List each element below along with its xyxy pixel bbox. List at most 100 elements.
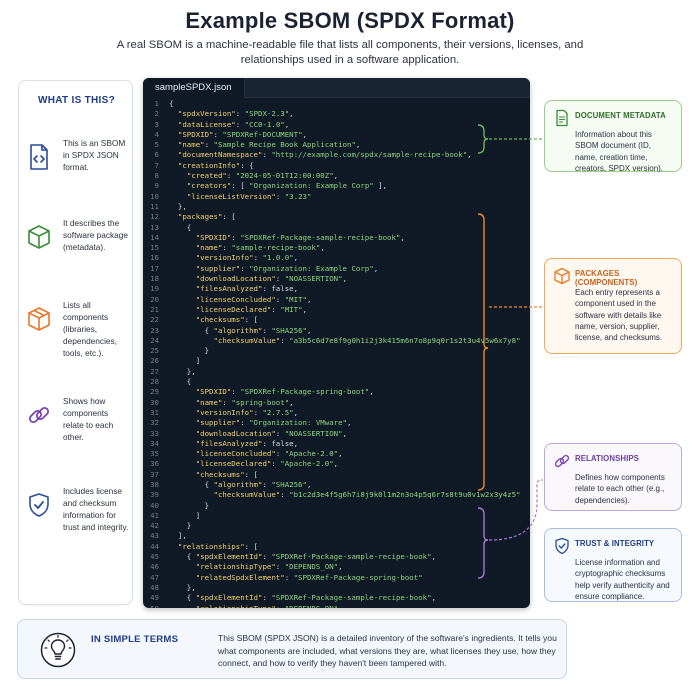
line-number: 46	[150, 562, 159, 572]
code-text: "creationInfo": {	[177, 160, 254, 170]
card-trust-integrity: TRUST & INTEGRITY License information an…	[544, 528, 682, 602]
code-line: 10 "licenseListVersion": "3.23"	[143, 192, 530, 202]
code-line: 3 "dataLicense": "CC0-1.0",	[143, 120, 530, 130]
code-text: "downloadLocation": "NOASSERTION",	[195, 274, 348, 284]
editor-tabbar: sampleSPDX.json	[143, 78, 530, 98]
line-number: 11	[150, 201, 159, 211]
code-line: 48 },	[143, 583, 530, 593]
code-text: }	[169, 500, 210, 510]
code-line: 20 "licenseConcluded": "MIT",	[143, 295, 530, 305]
line-number: 36	[150, 459, 159, 469]
code-line: 42 }	[143, 521, 530, 531]
card-body: Information about this SBOM document (ID…	[575, 130, 664, 173]
file-tab[interactable]: sampleSPDX.json	[143, 78, 245, 98]
code-line: 44 "relationships": [	[143, 542, 530, 552]
line-number: 5	[154, 140, 159, 150]
card-title: PACKAGES (COMPONENTS)	[575, 269, 638, 287]
line-number: 42	[150, 521, 159, 531]
code-line: 32 "supplier": "Organization: VMware",	[143, 418, 530, 428]
code-line: 28 {	[143, 377, 530, 387]
left-item-text: Includes license and checksum informatio…	[63, 486, 129, 532]
code-text: ],	[169, 531, 187, 541]
line-number: 22	[150, 315, 159, 325]
left-item-trust: Includes license and checksum informatio…	[25, 485, 133, 533]
code-line: 2 "spdxVersion": "SPDX-2.3",	[143, 109, 530, 119]
code-text: "spdxVersion": "SPDX-2.3",	[177, 109, 294, 119]
code-text: "creators": [ "Organization: Example Cor…	[186, 181, 388, 191]
card-body: License information and cryptographic ch…	[575, 558, 670, 601]
code-line: 46 "relationshipType": "DEPENDS_ON",	[143, 562, 530, 572]
code-text: "licenseListVersion": "3.23"	[186, 191, 312, 201]
code-text: "relationshipType": "DEPENDS_ON",	[169, 604, 343, 608]
code-text: {	[169, 222, 192, 232]
code-text: "SPDXID": "SPDXRef-Package-spring-boot",	[195, 387, 374, 397]
code-text: "filesAnalyzed": false,	[195, 438, 299, 448]
card-title: DOCUMENT METADATA	[575, 111, 666, 120]
line-number: 41	[150, 510, 159, 520]
code-line: 14 "SPDXID": "SPDXRef-Package-sample-rec…	[143, 233, 530, 243]
code-line: 36 "licenseDeclared": "Apache-2.0",	[143, 459, 530, 469]
code-text: "licenseDeclared": "Apache-2.0",	[195, 459, 339, 469]
card-packages: PACKAGES (COMPONENTS) Each entry represe…	[544, 258, 682, 354]
card-body: Each entry represents a component used i…	[575, 288, 663, 343]
line-number: 47	[150, 572, 159, 582]
left-item-text: Lists all components (libraries, depende…	[63, 300, 117, 358]
code-text: "created": "2024-05-01T12:00:00Z",	[186, 171, 339, 181]
code-line: 17 "supplier": "Organization: Example Co…	[143, 264, 530, 274]
line-number: 38	[150, 479, 159, 489]
line-number: 4	[154, 129, 159, 139]
code-line: 15 "name": "sample-recipe-book",	[143, 243, 530, 253]
what-is-this-panel: WHAT IS THIS? This is an SBOM in SPDX JS…	[18, 80, 133, 605]
line-number: 17	[150, 263, 159, 273]
code-text: "checksums": [	[195, 315, 259, 325]
page-subtitle: A real SBOM is a machine-readable file t…	[116, 39, 584, 66]
code-text: "versionInfo": "1.0.0",	[195, 253, 299, 263]
line-number: 26	[150, 356, 159, 366]
code-text: "supplier": "Organization: Example Corp"…	[195, 263, 379, 273]
line-number: 30	[150, 397, 159, 407]
line-number: 32	[150, 418, 159, 428]
code-line: 22 "checksums": [	[143, 315, 530, 325]
line-number: 14	[150, 232, 159, 242]
code-text: "checksumValue": "b1c2d3e4f5g6h7i8j9k0l1…	[213, 490, 521, 500]
line-number: 10	[150, 191, 159, 201]
code-line: 34 "filesAnalyzed": false,	[143, 439, 530, 449]
code-text: "relationshipType": "DEPENDS_ON",	[195, 562, 343, 572]
code-line: 6 "documentNamespace": "http://example.c…	[143, 150, 530, 160]
code-text: "SPDXID": "SPDXRef-Package-sample-recipe…	[195, 232, 405, 242]
shield-check-icon	[555, 537, 569, 555]
left-item-relations: Shows how components relate to each othe…	[25, 395, 133, 443]
code-text: { "spdxElementId": "SPDXRef-Package-samp…	[169, 593, 436, 603]
code-line: 9 "creators": [ "Organization: Example C…	[143, 181, 530, 191]
line-number: 25	[150, 346, 159, 356]
code-body: 1{2 "spdxVersion": "SPDX-2.3",3 "dataLic…	[143, 99, 530, 608]
left-item-text: This is an SBOM in SPDX JSON format.	[63, 138, 126, 172]
code-line: 5 "name": "Sample Recipe Book Applicatio…	[143, 140, 530, 150]
code-text: "packages": [	[177, 212, 236, 222]
box-icon	[28, 307, 50, 331]
code-text: }	[169, 521, 192, 531]
line-number: 9	[154, 181, 159, 191]
line-number: 29	[150, 387, 159, 397]
code-line: 33 "downloadLocation": "NOASSERTION",	[143, 429, 530, 439]
link-icon	[28, 406, 50, 424]
code-line: 7 "creationInfo": {	[143, 161, 530, 171]
code-text: "relatedSpdxElement": "SPDXRef-Package-s…	[195, 572, 423, 582]
code-text: { "algorithm": "SHA256",	[169, 479, 312, 489]
line-number: 50	[145, 604, 159, 608]
code-line: 26 ]	[143, 356, 530, 366]
code-text: "SPDXID": "SPDXRef-DOCUMENT",	[177, 129, 307, 139]
line-number: 45	[150, 552, 159, 562]
line-number: 19	[150, 284, 159, 294]
left-item-text: It describes the software package (metad…	[63, 218, 129, 252]
line-number: 39	[150, 490, 159, 500]
code-line: 18 "downloadLocation": "NOASSERTION",	[143, 274, 530, 284]
code-text: "name": "sample-recipe-book",	[195, 243, 325, 253]
line-number: 33	[150, 428, 159, 438]
code-text: "supplier": "Organization: VMware",	[195, 418, 352, 428]
line-number: 21	[150, 304, 159, 314]
code-line: 37 "checksums": [	[143, 470, 530, 480]
line-number: 34	[150, 438, 159, 448]
line-number: 48	[150, 582, 159, 592]
code-text: "licenseDeclared": "MIT",	[195, 304, 307, 314]
